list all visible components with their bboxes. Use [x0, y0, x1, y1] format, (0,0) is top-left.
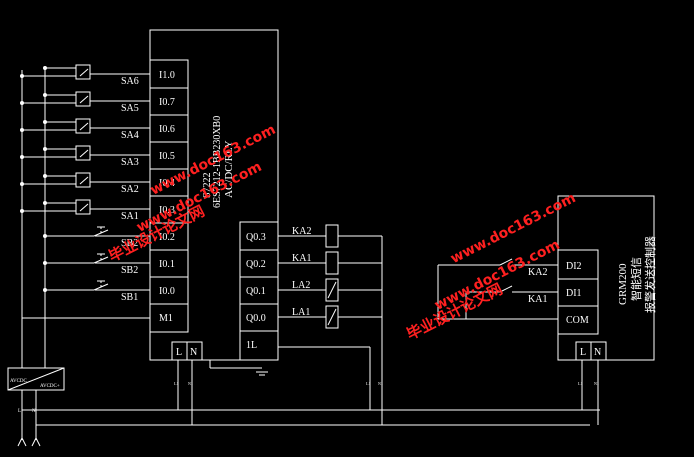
psu-wire-l: L	[18, 409, 21, 414]
selector-switch-symbol	[75, 118, 91, 134]
grm-terminal-label: DI1	[566, 288, 582, 299]
load-label: LA2	[292, 280, 310, 291]
plc-output-terminal-label: Q0.3	[246, 232, 266, 243]
selector-switch-arm	[79, 95, 89, 104]
selector-switch-arm	[79, 176, 89, 185]
loads-supply-l1: L1	[366, 381, 370, 386]
selector-switch-symbol	[75, 199, 91, 215]
load-label: LA1	[292, 307, 310, 318]
plc-output-block	[239, 221, 279, 361]
selector-switch-arm	[79, 68, 89, 77]
load-label: KA1	[292, 253, 311, 264]
plc-input-terminal-label: I0.2	[159, 232, 175, 243]
lamp-cross	[327, 281, 337, 299]
relay-coil-symbol	[325, 224, 339, 248]
plc-input-terminal-label: I0.0	[159, 286, 175, 297]
plc-terminal-l: L	[176, 347, 182, 358]
grm-terminal-n: N	[594, 347, 601, 358]
plc-output-terminals: Q0.3Q0.2Q0.1Q0.0 1L	[240, 232, 278, 351]
grm-supply-l1: L1	[578, 381, 582, 386]
plc-output-terminal-label: Q0.0	[246, 313, 266, 324]
plc-input-terminal-label: I0.7	[159, 97, 175, 108]
grm-contact-label: KA1	[528, 294, 547, 305]
psu-label-out: AVCDC+	[40, 384, 60, 389]
plc-supply-n1: N1	[188, 381, 193, 386]
selector-switch-arm	[79, 203, 89, 212]
watermark-2-url: www.doc163.com	[448, 190, 578, 267]
plc-input-terminal-label: I0.5	[159, 151, 175, 162]
plc-output-terminal-label: 1L	[246, 340, 257, 351]
plc-input-terminal-label: I0.4	[159, 178, 175, 189]
plc-model-line1: S7222	[202, 172, 213, 198]
lamp-cross	[327, 308, 337, 326]
plc-input-terminal-label: I0.3	[159, 205, 175, 216]
psu-label-in: AVCDC	[10, 379, 28, 384]
plc-output-terminal-label: Q0.2	[246, 259, 266, 270]
plc-input-terminal-label: M1	[159, 313, 173, 324]
switch-label: SB2	[121, 238, 138, 249]
grm-terminal-l: L	[580, 347, 586, 358]
switch-label: SA4	[121, 130, 139, 141]
grm-supply-n1: N1	[594, 381, 599, 386]
switch-label: SB2	[121, 265, 138, 276]
switch-label: SA2	[121, 184, 139, 195]
plc-input-terminal-label: I0.6	[159, 124, 175, 135]
grm-terminal-label: COM	[566, 315, 589, 326]
selector-switch-arm	[79, 149, 89, 158]
loads-supply-n1: N1	[378, 381, 383, 386]
switch-label: SA1	[121, 211, 139, 222]
selector-switch-symbol	[75, 91, 91, 107]
plc-supply-l1: L1	[174, 381, 178, 386]
psu-wire-n: N	[32, 409, 36, 414]
plug-symbol-l	[17, 436, 27, 447]
plc-terminal-n: N	[190, 347, 197, 358]
plc-input-terminal-label: I0.1	[159, 259, 175, 270]
plc-input-terminals: I1.0I0.7I0.6I0.5I0.4I0.3I0.2I0.1I0.0M1	[150, 70, 188, 324]
selector-switch-symbol	[75, 64, 91, 80]
plc-model-line2: 6ES7212-1BB230XB0	[212, 116, 223, 208]
grm-terminal-label: DI2	[566, 261, 582, 272]
plc-output-terminal-label: Q0.1	[246, 286, 266, 297]
switch-label: SA6	[121, 76, 139, 87]
load-label: KA2	[292, 226, 311, 237]
plc-input-terminal-label: I1.0	[159, 70, 175, 81]
selector-switch-symbol	[75, 145, 91, 161]
grm-contact-symbol	[499, 258, 513, 266]
relay-coil-symbol	[325, 251, 339, 275]
grm-desc-2: 报警发送控制器	[643, 236, 657, 313]
grm-contact-symbol	[499, 285, 513, 293]
grm-desc-1: 智能短信	[629, 257, 643, 301]
selector-switch-arm	[79, 122, 89, 131]
plug-symbol-n	[31, 436, 41, 447]
switch-label: SA5	[121, 103, 139, 114]
plc-model-line3: AC/DC/RLY	[223, 140, 235, 198]
selector-switch-symbol	[75, 172, 91, 188]
switch-label: SB1	[121, 292, 138, 303]
grm-contact-label: KA2	[528, 267, 547, 278]
grm-name: GRM200	[617, 263, 629, 305]
switch-label: SA3	[121, 157, 139, 168]
